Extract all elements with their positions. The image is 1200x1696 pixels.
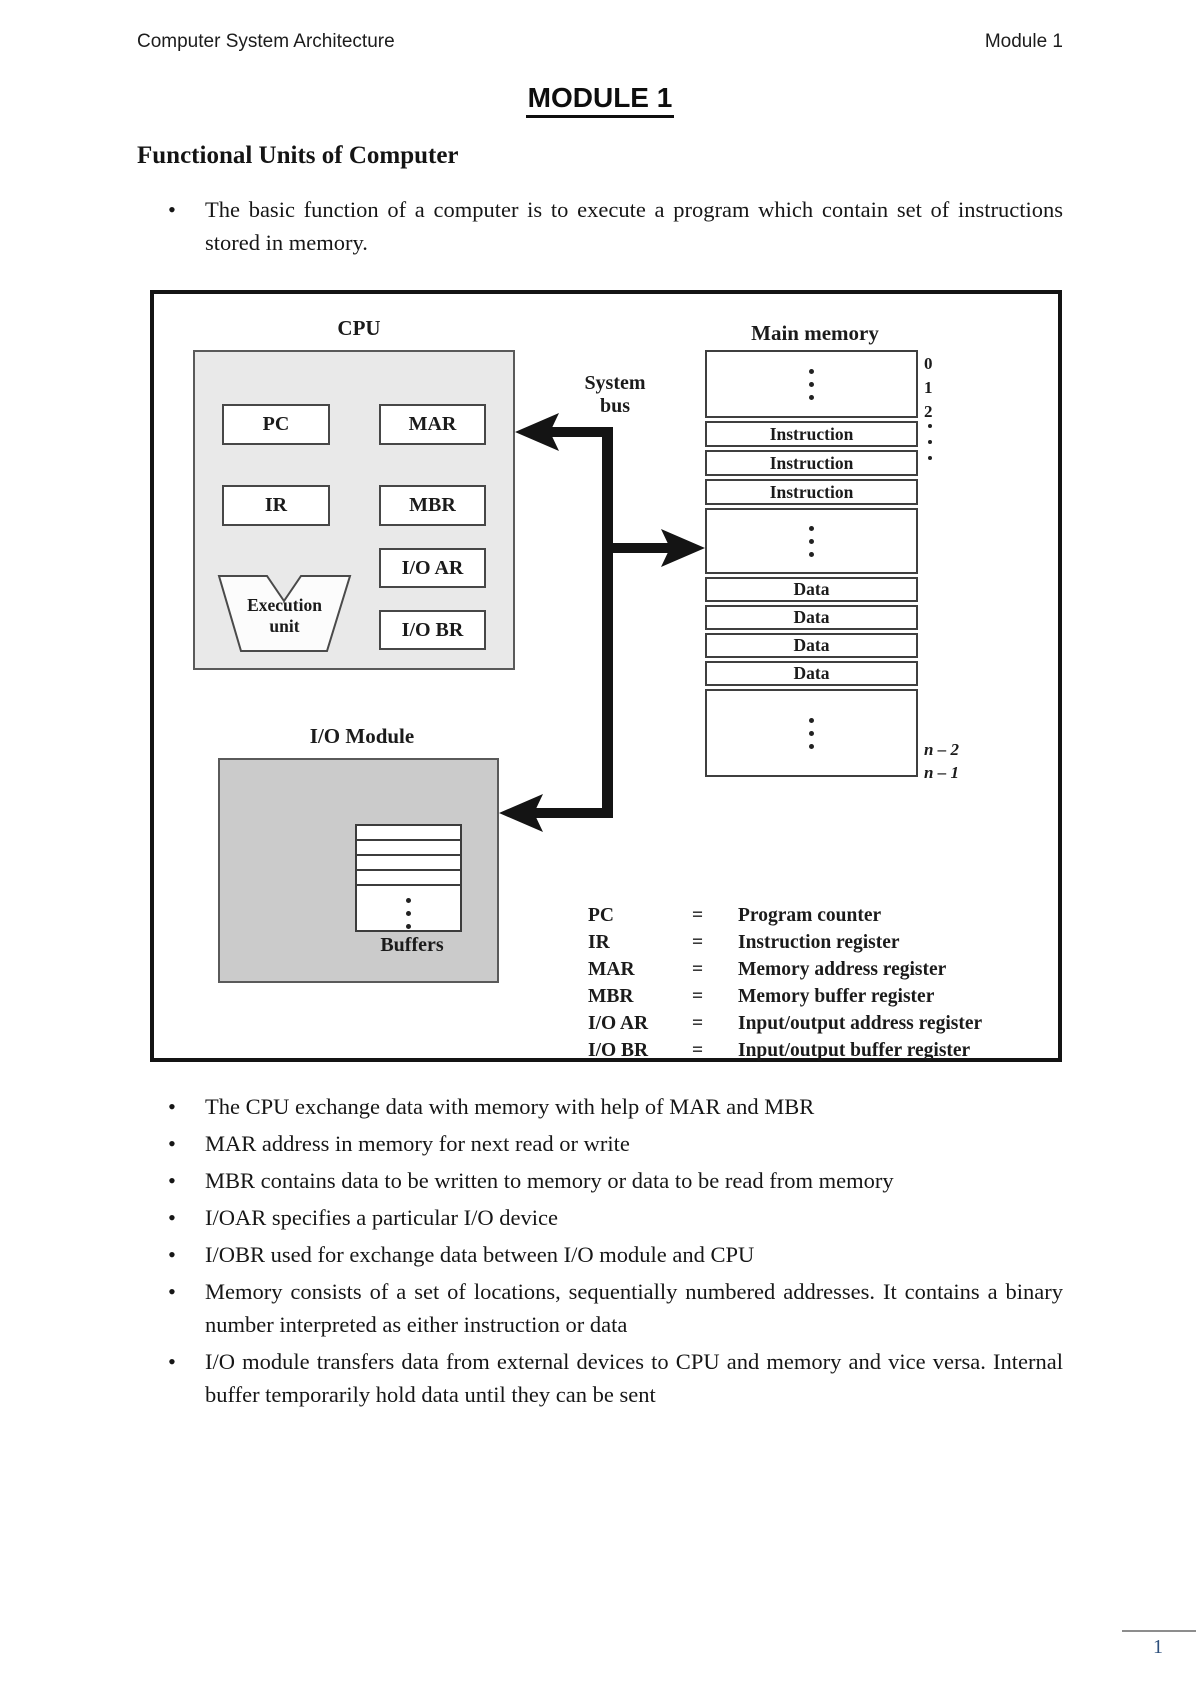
io-module-box: Buffers — [218, 758, 499, 983]
intro-bullet-text: The basic function of a computer is to e… — [205, 197, 1063, 255]
header-right-text: Module 1 — [984, 31, 1063, 52]
cpu-box: PC MAR IR MBR I/O AR I/O BR Execution un… — [193, 350, 515, 670]
buffer-row — [357, 826, 460, 841]
page-title-text: MODULE 1 — [525, 82, 675, 118]
bus-segment-memory — [602, 543, 670, 553]
intro-bullet-list: The basic function of a computer is to e… — [137, 193, 1063, 259]
page-number: 1 — [1153, 1636, 1163, 1658]
legend-equals-sign: = — [692, 1039, 704, 1061]
memory-address-ellipsis-dot — [928, 440, 932, 444]
legend-definition: Program counter — [738, 904, 882, 926]
legend-equals-sign: = — [692, 1012, 704, 1034]
legend-row: MAR = Memory address register — [588, 956, 982, 983]
register-iobr: I/O BR — [379, 610, 486, 650]
page-title: MODULE 1 — [0, 82, 1200, 118]
legend-row: I/O AR = Input/output address register — [588, 1010, 982, 1037]
memory-cell: Instruction — [705, 421, 918, 447]
legend-abbr: I/O BR — [588, 1039, 649, 1061]
register-ioar: I/O AR — [379, 548, 486, 588]
system-bus-label: System bus — [584, 372, 646, 417]
memory-ellipsis-cell — [705, 689, 918, 777]
legend-definition: Instruction register — [738, 931, 900, 953]
legend-definition: Input/output address register — [738, 1012, 983, 1034]
page-header: Computer System Architecture Module 1 — [137, 31, 1063, 53]
bus-segment-io — [534, 808, 613, 818]
memory-address-ellipsis-dot — [928, 456, 932, 460]
memory-ellipsis-cell — [705, 350, 918, 418]
memory-address-label: 2 — [924, 402, 933, 421]
bus-arrow-to-memory-icon — [661, 529, 705, 567]
bullet-list: The CPU exchange data with memory with h… — [137, 1090, 1063, 1415]
list-item: I/OBR used for exchange data between I/O… — [137, 1238, 1063, 1271]
list-item: The CPU exchange data with memory with h… — [137, 1090, 1063, 1123]
bus-segment-cpu — [550, 427, 613, 437]
section-heading: Functional Units of Computer — [137, 142, 459, 169]
legend-abbr: IR — [588, 931, 610, 953]
legend-equals-sign: = — [692, 985, 704, 1007]
buffers-label: Buffers — [380, 934, 444, 956]
main-memory-label: Main memory — [751, 321, 879, 345]
memory-address-label: 0 — [924, 354, 933, 373]
memory-cell: Data — [705, 633, 918, 658]
register-mar: MAR — [379, 404, 486, 445]
bus-trunk — [602, 427, 613, 818]
register-mbr: MBR — [379, 485, 486, 526]
bus-arrow-to-io-icon — [499, 794, 543, 832]
buffer-row — [357, 841, 460, 856]
legend-definition: Input/output buffer register — [738, 1039, 971, 1061]
legend-definition: Memory buffer register — [738, 985, 935, 1007]
execution-unit-label: Execution unit — [247, 595, 322, 636]
legend-abbr: MBR — [588, 985, 634, 1007]
bus-arrow-to-cpu-icon — [515, 413, 559, 451]
execution-unit-shape-icon — [217, 575, 352, 652]
legend-row: I/O BR = Input/output buffer register — [588, 1037, 982, 1064]
legend-definition: Memory address register — [738, 958, 947, 980]
architecture-figure: CPU PC MAR IR MBR I/O AR I/O BR Executio… — [150, 290, 1062, 1062]
legend-row: MBR = Memory buffer register — [588, 983, 982, 1010]
legend-abbr: MAR — [588, 958, 635, 980]
header-left-text: Computer System Architecture — [137, 31, 395, 52]
legend-abbr: I/O AR — [588, 1012, 649, 1034]
memory-cell: Data — [705, 661, 918, 686]
memory-cell: Data — [705, 577, 918, 602]
buffers-ellipsis — [357, 886, 460, 933]
memory-address-label: n – 1 — [924, 763, 959, 782]
buffer-row — [357, 856, 460, 871]
memory-address-label: n – 2 — [924, 740, 959, 759]
system-bus-lines — [499, 413, 705, 832]
memory-cell: Data — [705, 605, 918, 630]
buffer-row — [357, 871, 460, 886]
register-pc: PC — [222, 404, 330, 445]
list-item: MAR address in memory for next read or w… — [137, 1127, 1063, 1160]
list-item: I/O module transfers data from external … — [137, 1345, 1063, 1411]
io-module-label: I/O Module — [309, 724, 415, 748]
footer-divider — [1122, 1630, 1196, 1632]
legend-equals-sign: = — [692, 958, 704, 980]
legend-equals-sign: = — [692, 904, 704, 926]
memory-ellipsis-cell — [705, 508, 918, 574]
memory-cell: Instruction — [705, 450, 918, 476]
list-item: MBR contains data to be written to memor… — [137, 1164, 1063, 1197]
register-ir: IR — [222, 485, 330, 526]
list-item: Memory consists of a set of locations, s… — [137, 1275, 1063, 1341]
cpu-label: CPU — [337, 316, 381, 340]
memory-address-ellipsis-dot — [928, 424, 932, 428]
list-item: I/OAR specifies a particular I/O device — [137, 1201, 1063, 1234]
execution-unit: Execution unit — [207, 575, 362, 652]
buffers-stack — [355, 824, 462, 932]
memory-cell: Instruction — [705, 479, 918, 505]
list-item: The basic function of a computer is to e… — [137, 193, 1063, 259]
legend-abbr: PC — [588, 904, 614, 926]
legend-row: IR = Instruction register — [588, 929, 982, 956]
legend-row: PC = Program counter — [588, 902, 982, 929]
legend-equals-sign: = — [692, 931, 704, 953]
memory-address-label: 1 — [924, 378, 933, 397]
